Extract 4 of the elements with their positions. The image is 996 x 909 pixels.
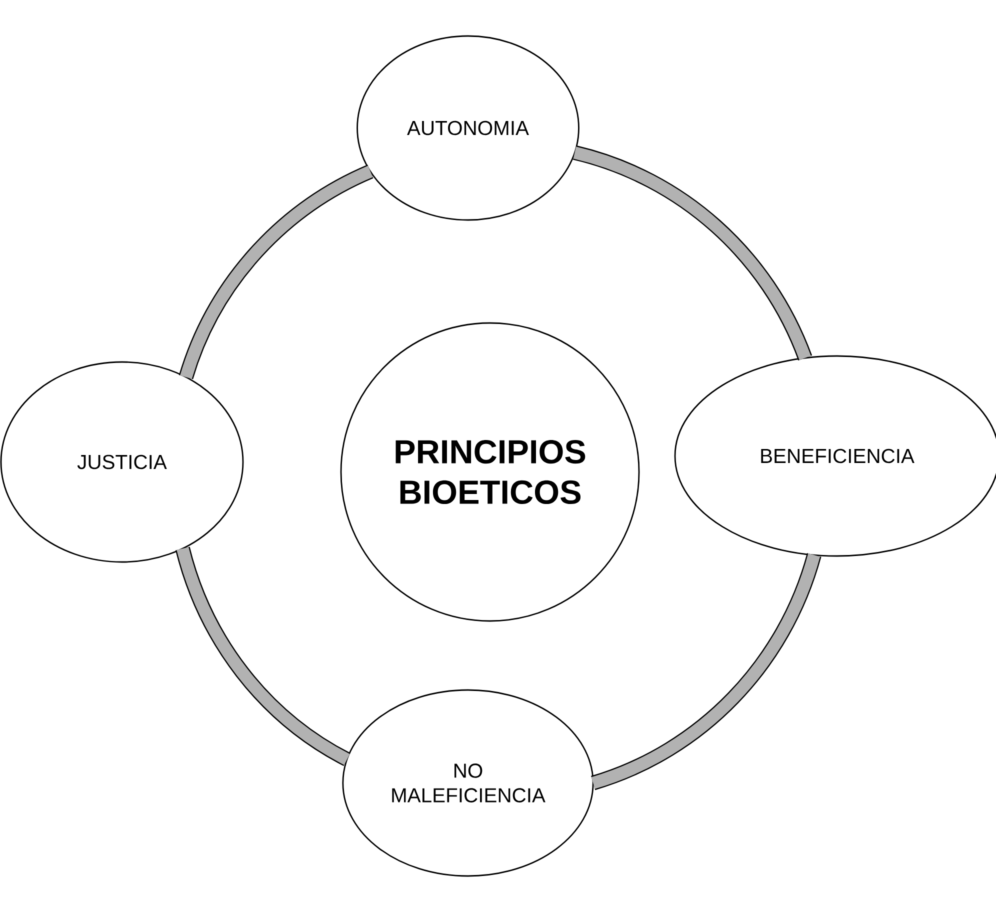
ring-arc [572,146,812,361]
ring-arc [178,164,374,380]
ring-arc [176,546,351,766]
ring-arc [590,552,822,790]
